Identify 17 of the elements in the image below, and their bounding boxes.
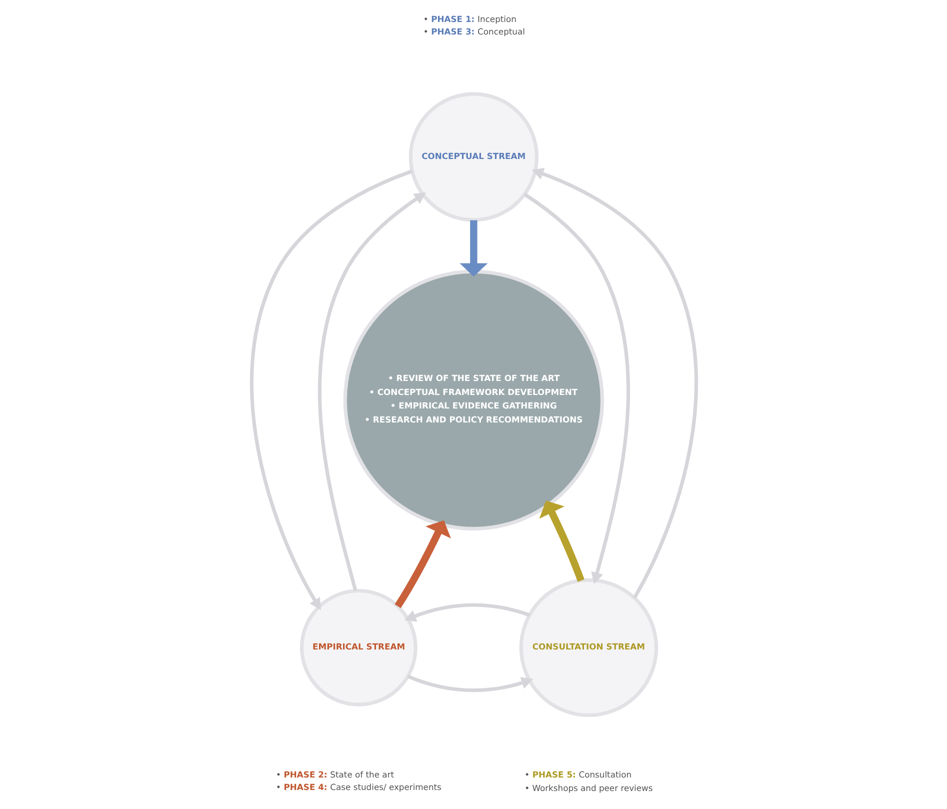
arrow bbox=[538, 500, 584, 582]
arrow bbox=[317, 192, 426, 592]
node-label: • PHASE 3: Conceptual bbox=[422, 26, 524, 37]
node-circle: CONCEPTUAL STREAM bbox=[408, 92, 538, 222]
node-label: • PHASE 2: State of the art bbox=[276, 770, 394, 780]
node-label: • PHASE 5: Consultation bbox=[524, 770, 632, 780]
arrow bbox=[523, 192, 630, 584]
arrow bbox=[406, 674, 533, 692]
arrow bbox=[404, 603, 530, 622]
arrow bbox=[531, 168, 698, 599]
node-circle: • REVIEW OF THE STATE OF THE ART • CONCEPTUAL FRAMEWORK DEVELOPMENT • EMPIRICAL EVIDENCE GATHERING • RESEARCH AND POLICY RECOMMENDATIONS bbox=[342, 270, 604, 530]
arrow bbox=[459, 220, 488, 277]
node-label: • PHASE 1: Inception bbox=[422, 14, 516, 24]
arrow bbox=[394, 520, 450, 608]
node-label: • PHASE 4: Case studies/ experiments bbox=[276, 782, 441, 792]
arrow bbox=[250, 170, 412, 610]
node-label: • Workshops and peer reviews bbox=[524, 782, 652, 793]
